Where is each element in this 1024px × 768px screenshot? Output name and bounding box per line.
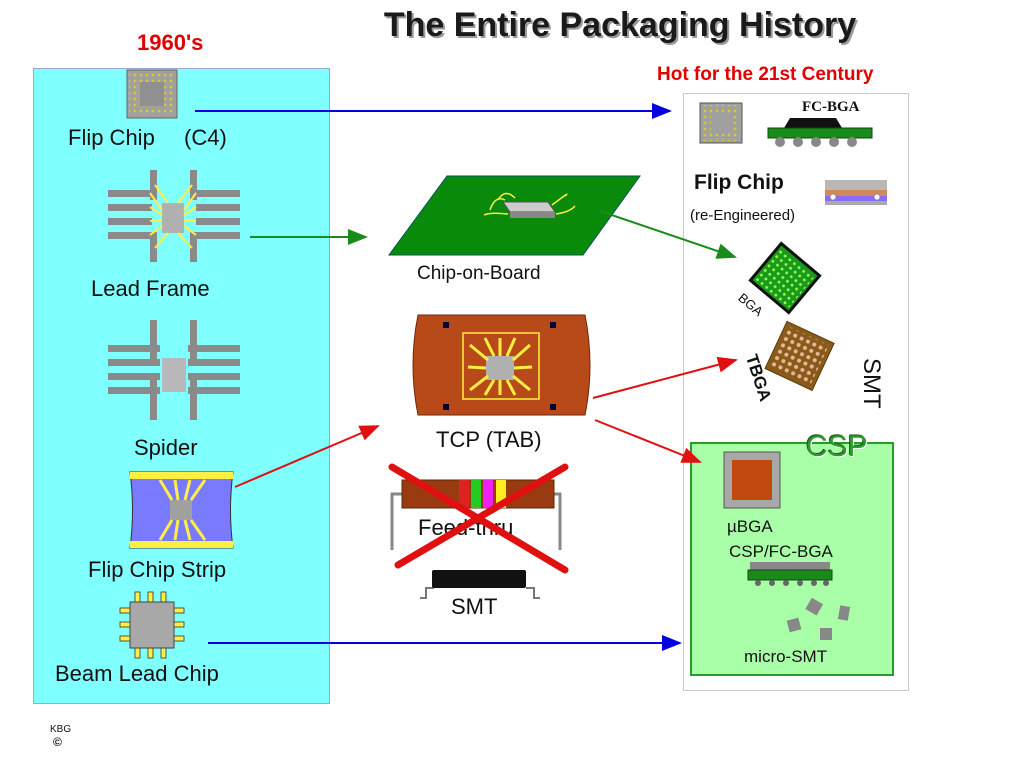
label-lead-frame: Lead Frame	[91, 276, 210, 301]
copyright-mark: ©	[53, 735, 62, 749]
label-flip-chip-strip: Flip Chip Strip	[88, 557, 227, 582]
era-label: 1960's	[137, 30, 204, 55]
left-panel-1960s	[33, 68, 330, 704]
label-micro-bga: µBGA	[727, 517, 773, 536]
label-beam-lead-chip: Beam Lead Chip	[55, 661, 219, 686]
label-flip-chip-c4: (C4)	[184, 125, 227, 150]
page-title: The Entire Packaging History	[383, 6, 857, 44]
label-csp-fc-bga: CSP/FC-BGA	[729, 542, 833, 561]
label-re-engineered: (re-Engineered)	[690, 207, 796, 224]
label-micro-smt: micro-SMT	[744, 647, 828, 666]
author-mark: KBG	[50, 724, 72, 735]
label-tcp-tab: TCP (TAB)	[436, 427, 542, 452]
label-feed-thru: Feed-thru	[418, 515, 514, 540]
label-smt: SMT	[451, 594, 498, 619]
label-spider: Spider	[134, 435, 198, 460]
label-flip-chip: Flip Chip	[68, 125, 155, 150]
chip-on-board-image	[388, 175, 641, 256]
label-flip-chip-reengineered: Flip Chip	[694, 171, 784, 194]
label-smt-vertical: SMT	[858, 358, 885, 409]
label-chip-on-board: Chip-on-Board	[417, 263, 541, 284]
label-fc-bga: FC-BGA	[802, 99, 860, 115]
hot-label: Hot for the 21st Century	[657, 64, 874, 85]
label-csp: CSP	[806, 430, 868, 463]
tcp-tab-image	[412, 314, 591, 416]
